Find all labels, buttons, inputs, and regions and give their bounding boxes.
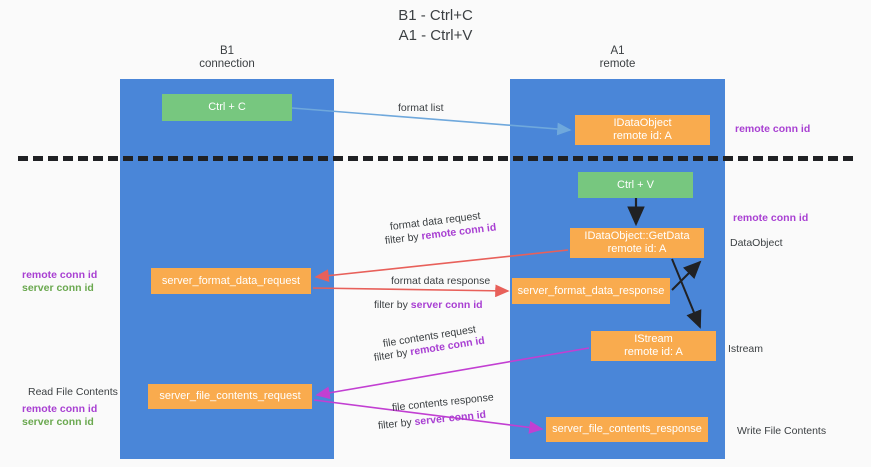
label-left-read-file-contents: Read File Contents bbox=[28, 386, 118, 398]
filter-prefix: filter by bbox=[373, 346, 412, 364]
label-left-remote-conn-id-low: remote conn id bbox=[22, 403, 98, 415]
node-server-file-contents-request[interactable]: server_file_contents_request bbox=[148, 384, 312, 409]
label-format-list: format list bbox=[398, 102, 444, 114]
label-right-write-file-contents: Write File Contents bbox=[737, 425, 827, 437]
filter-prefix: filter by bbox=[377, 416, 416, 432]
node-server-file-contents-response[interactable]: server_file_contents_response bbox=[546, 417, 708, 442]
label-right-remote-conn-id-mid: remote conn id bbox=[733, 212, 809, 224]
filter-prefix: filter by bbox=[374, 299, 411, 311]
node-istream[interactable]: IStream remote id: A bbox=[591, 331, 716, 361]
arrow-format-data-response bbox=[312, 284, 510, 298]
label-left-server-conn-id-mid: server conn id bbox=[22, 282, 94, 294]
diagram-title: B1 - Ctrl+C A1 - Ctrl+V bbox=[398, 7, 473, 44]
node-server-format-data-request[interactable]: server_format_data_request bbox=[151, 268, 311, 294]
label-format-data-response-filter: filter by server conn id bbox=[374, 298, 483, 312]
swimlane-header-b1: B1 connection bbox=[199, 45, 255, 70]
node-server-format-data-response[interactable]: server_format_data_response bbox=[512, 278, 670, 304]
node-ctrl-v[interactable]: Ctrl + V bbox=[578, 172, 693, 198]
phase-divider bbox=[18, 156, 853, 161]
label-left-remote-conn-id-mid: remote conn id bbox=[22, 269, 98, 281]
label-right-istream: Istream bbox=[728, 343, 764, 355]
node-idataobject-getdata[interactable]: IDataObject::GetData remote id: A bbox=[570, 228, 704, 258]
node-ctrl-c[interactable]: Ctrl + C bbox=[162, 94, 292, 121]
label-left-server-conn-id-low: server conn id bbox=[22, 416, 94, 428]
label-right-dataobject: DataObject bbox=[730, 237, 783, 249]
filter-key-server-conn-id: server conn id bbox=[413, 408, 487, 429]
label-format-data-response: format data response bbox=[391, 275, 491, 287]
swimlane-header-a1: A1 remote bbox=[599, 45, 636, 70]
node-idataobject[interactable]: IDataObject remote id: A bbox=[575, 115, 710, 145]
filter-key-server-conn-id: server conn id bbox=[410, 299, 483, 311]
filter-prefix: filter by bbox=[384, 230, 423, 247]
label-right-remote-conn-id-top: remote conn id bbox=[735, 123, 811, 135]
